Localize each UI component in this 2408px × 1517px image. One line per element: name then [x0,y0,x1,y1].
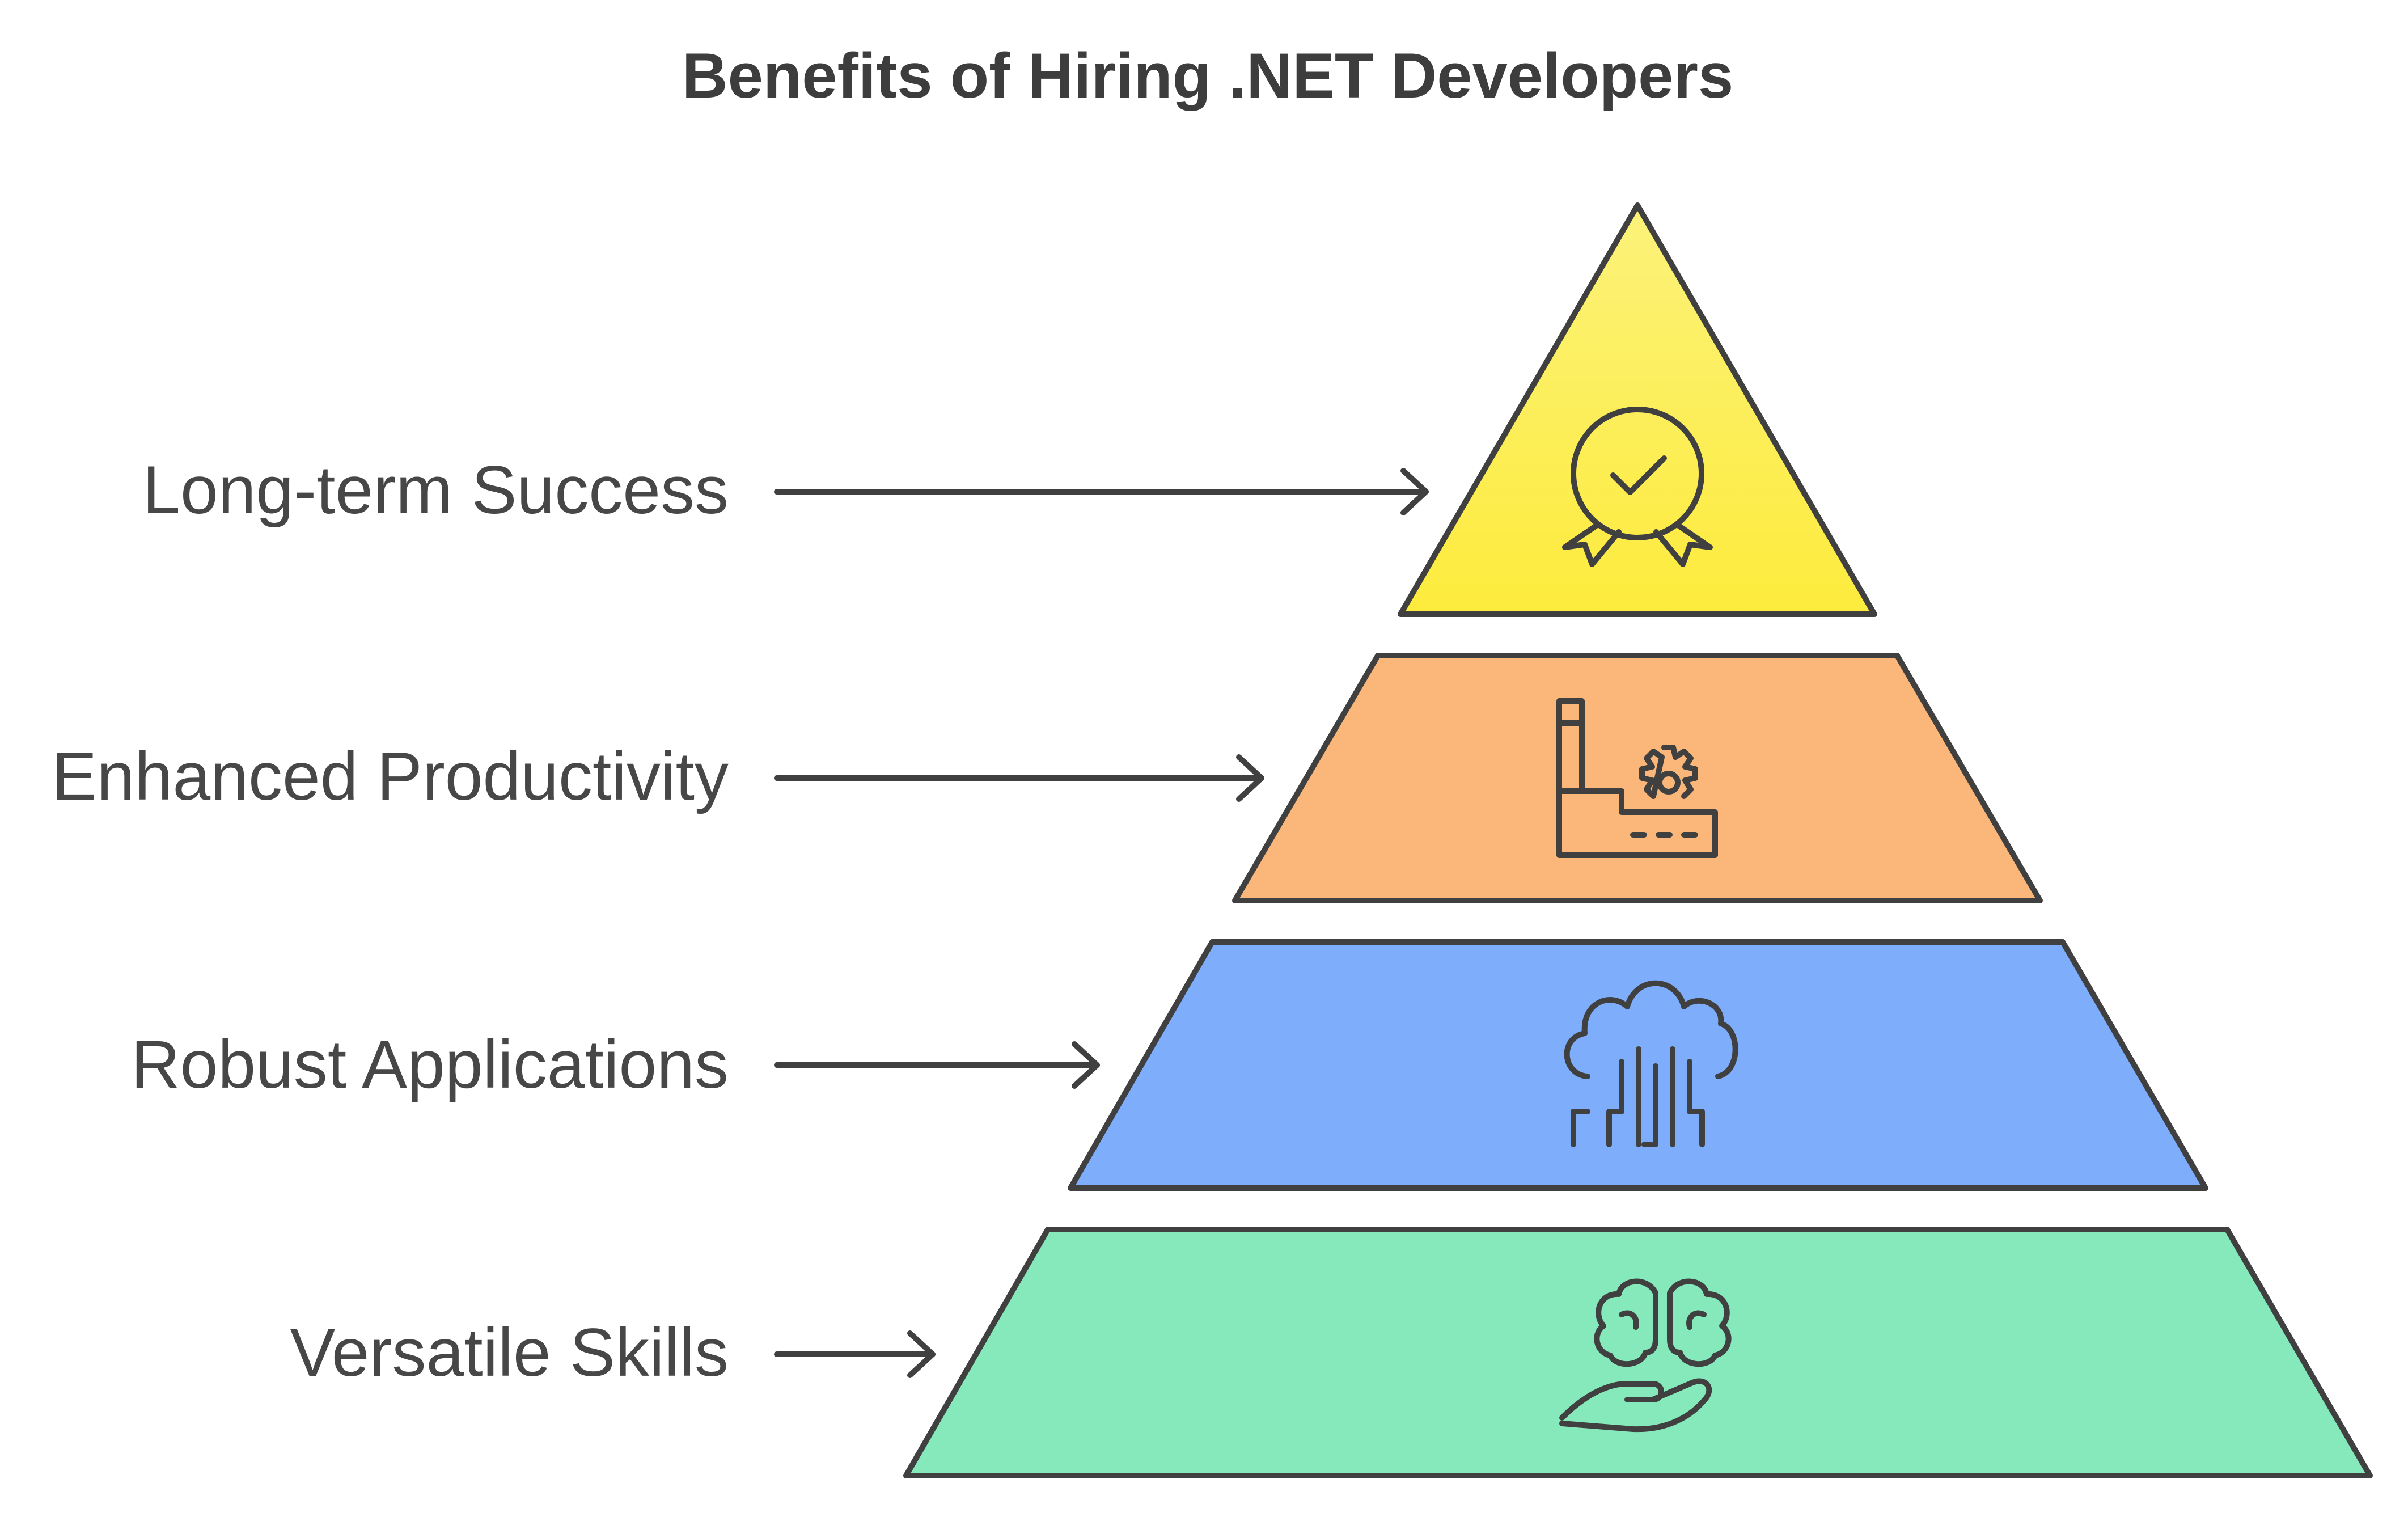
layer-shape-base [903,1227,2373,1478]
layer-label-enhanced-productivity: Enhanced Productivity [52,738,729,814]
arrow-robust-applications [774,1041,1100,1089]
pyramid-layer-enhanced-productivity: Enhanced Productivity [52,653,2043,903]
layer-label-long-term-success: Long-term Success [142,452,729,528]
layer-label-robust-applications: Robust Applications [131,1026,729,1102]
arrow-enhanced-productivity [774,754,1264,802]
layer-shape-second [1232,653,2043,903]
factory-gear-icon [1556,698,1718,858]
pyramid-layer-versatile-skills: Versatile Skills [290,1227,2373,1478]
pyramid-layer-robust-applications: Robust Applications [131,939,2208,1191]
arrow-long-term-success [774,468,1429,515]
brain-hand-icon [1559,1278,1732,1433]
layer-label-versatile-skills: Versatile Skills [290,1315,729,1391]
cloud-circuit-icon [1564,980,1738,1147]
pyramid-layer-long-term-success: Long-term Success [142,202,1877,617]
arrow-versatile-skills [774,1330,936,1378]
award-ribbon-check-icon [1562,407,1713,567]
diagram-title: Benefits of Hiring .NET Developers [682,40,1734,111]
